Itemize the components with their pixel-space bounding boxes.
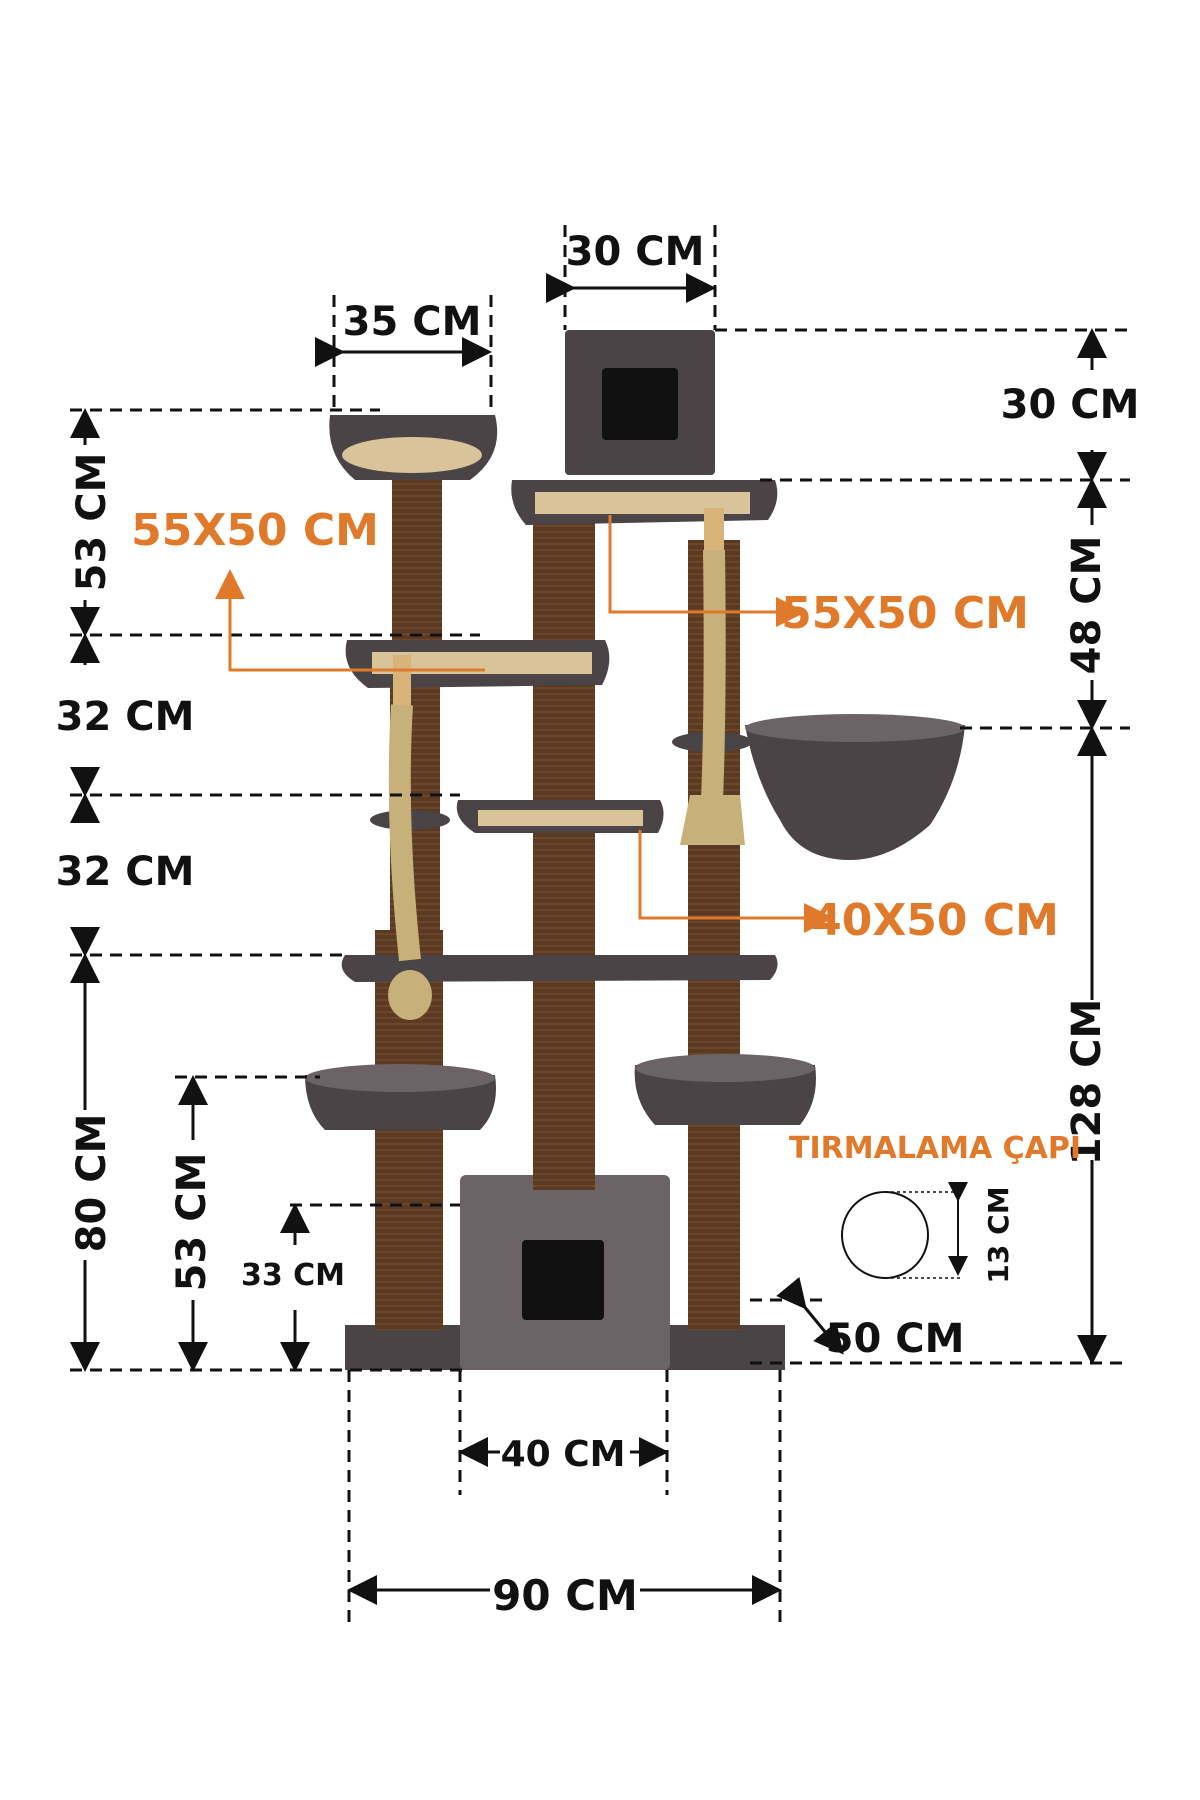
left-platform-width-label: 35 CM <box>343 299 482 345</box>
base-box-width-label: 40 CM <box>501 1434 626 1475</box>
left-top-height-label: 53 CM <box>69 453 115 592</box>
scratch-post-circle-icon <box>841 1191 929 1279</box>
base-box-door <box>522 1240 604 1320</box>
cat-tree-illustration <box>305 330 965 1370</box>
base-box-height-label: 33 CM <box>241 1258 345 1293</box>
small-platform-size-label: 40X50 CM <box>811 895 1059 946</box>
scratch-post-diameter-label: 13 CM <box>982 1186 1015 1283</box>
right-lower-height-label: 128 CM <box>1064 999 1110 1166</box>
dimension-labels: 30 CM 35 CM 30 CM 48 CM 128 CM 53 CM 32 … <box>56 229 1140 1620</box>
hammock-bed <box>745 725 965 860</box>
base-depth-label: 50 CM <box>826 1316 965 1362</box>
left-rope-holder <box>393 655 411 710</box>
dimension-lines <box>70 225 1130 1625</box>
left-rope <box>388 704 421 962</box>
left-platform-size-label: 55X50 CM <box>131 505 379 556</box>
top-box-door <box>602 368 678 440</box>
right-upper-height-label: 48 CM <box>1064 536 1110 675</box>
total-width-label: 90 CM <box>492 1571 638 1620</box>
right-rope-holder <box>704 508 724 553</box>
left-mid-height-label: 32 CM <box>56 694 195 740</box>
left-mid-height-2-label: 32 CM <box>56 849 195 895</box>
scratch-post-caption: TIRMALAMA ÇAPI <box>789 1131 1081 1166</box>
top-box-height-label: 30 CM <box>1001 382 1140 428</box>
right-rope <box>701 549 726 801</box>
bed-height-label: 53 CM <box>169 1153 215 1292</box>
long-platform <box>341 955 778 982</box>
left-post-upper <box>392 460 442 655</box>
right-platform-size-label: 55X50 CM <box>781 588 1029 639</box>
top-box-width-label: 30 CM <box>566 229 705 275</box>
center-post <box>533 500 595 1190</box>
left-bottom-height-label: 80 CM <box>69 1114 115 1253</box>
scratch-post-diameter <box>841 1182 968 1279</box>
